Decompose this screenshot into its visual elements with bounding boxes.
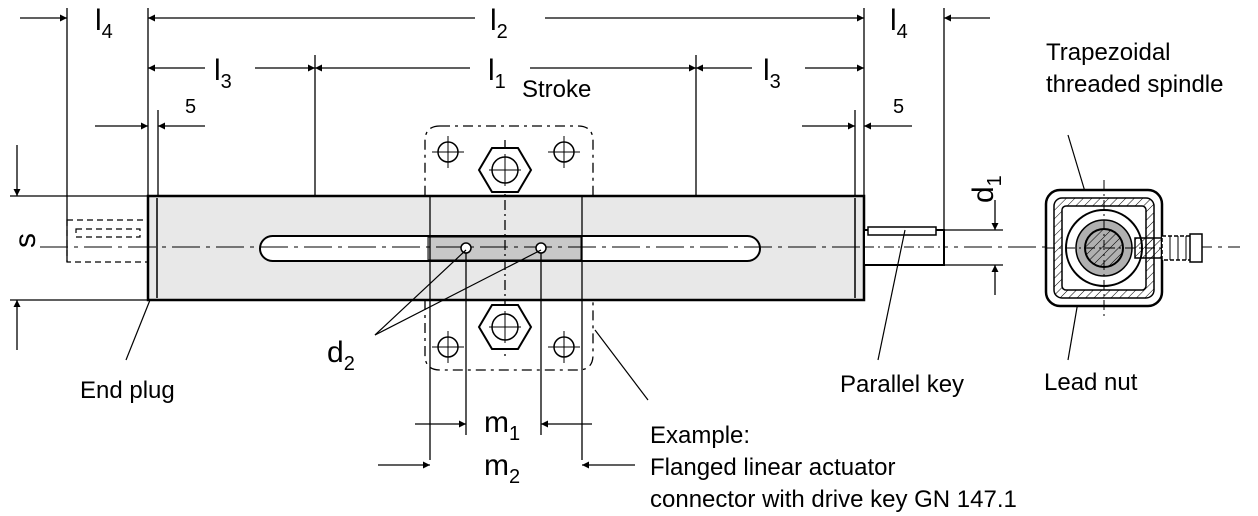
dimension-m [378,420,635,469]
label-parallel-key: Parallel key [840,371,964,398]
slot [259,235,761,262]
end-view [1044,180,1203,316]
dimension-lines-top [20,8,990,300]
label-example-line2: Flanged linear actuator [650,454,895,481]
label-spindle-line2: threaded spindle [1046,71,1223,98]
flange-top-features [432,136,580,193]
label-m1: m1 [484,406,520,445]
label-spindle-line1: Trapezoidal [1046,39,1171,66]
flange-connector [424,125,594,460]
label-d1: d1 [967,175,1006,203]
label-example-line1: Example: [650,422,750,449]
dimension-d1 [944,200,1003,295]
label-end-plug: End plug [80,377,175,404]
label-stroke: Stroke [522,76,591,103]
label-l1: l1 [488,54,506,93]
label-d2: d2 [327,336,355,375]
label-example-line3: connector with drive key GN 147.1 [650,486,1017,513]
label-l4-left: l4 [95,4,113,43]
label-s: s [9,233,42,248]
flange-bottom-features [432,304,580,363]
label-five-right: 5 [893,96,904,118]
label-m2: m2 [484,449,520,488]
dimension-s [10,145,148,350]
label-l2: l2 [490,4,508,43]
label-l3-left: l3 [214,54,232,93]
label-lead-nut: Lead nut [1044,369,1138,396]
label-five-left: 5 [185,96,196,118]
label-l4-right: l4 [890,4,908,43]
left-end-ghost [66,219,149,263]
label-l3-right: l3 [763,54,781,93]
d2-holes [374,242,547,336]
